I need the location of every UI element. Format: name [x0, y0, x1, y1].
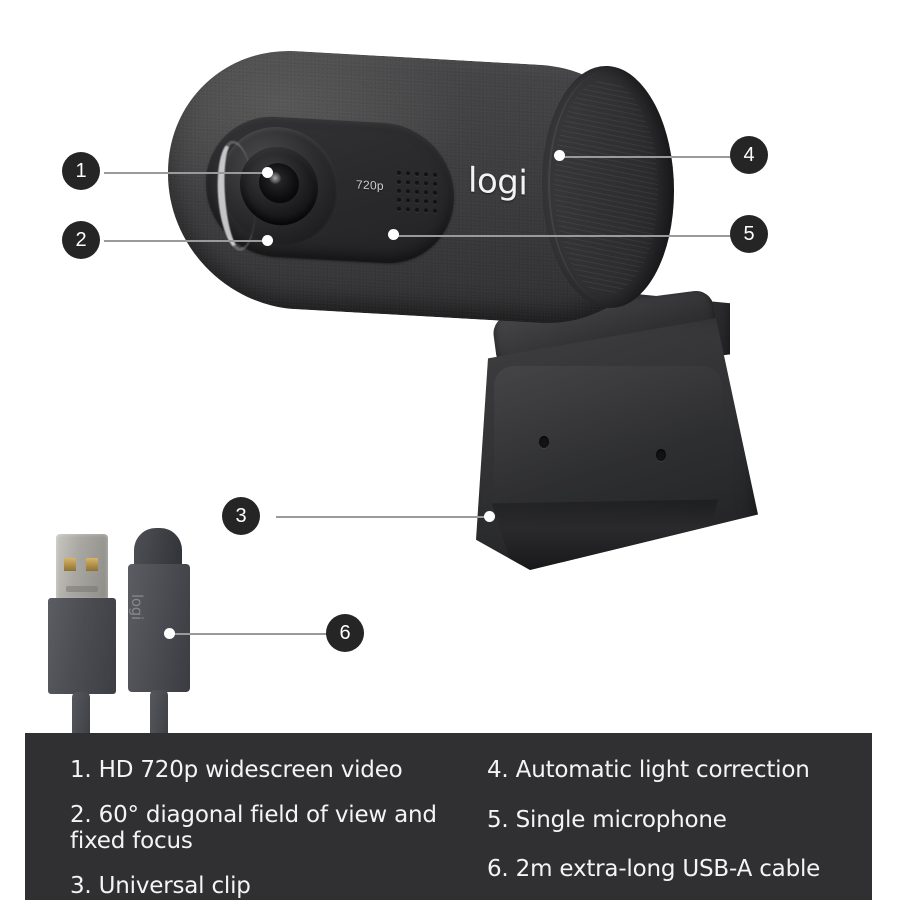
- usb-a-connector-housing: [48, 598, 116, 694]
- lens-outer-ring: [214, 123, 338, 252]
- logi-brand-logo: logi: [468, 160, 528, 204]
- legend-item-2: 2. 60° diagonal field of view and fixed …: [70, 801, 437, 855]
- resolution-badge: 720p: [356, 177, 384, 194]
- legend-item-1: 1. HD 720p widescreen video: [70, 757, 403, 783]
- anchor-dot-4: [554, 150, 565, 161]
- leader-line-4: [562, 156, 752, 158]
- legend-item-3: 3. Universal clip: [70, 873, 251, 900]
- usb-a-notch: [66, 586, 98, 592]
- usb-a-contact: [86, 558, 98, 571]
- callout-marker-4[interactable]: 4: [730, 136, 768, 174]
- cable-logi-logo: logi: [128, 594, 146, 620]
- anchor-dot-6: [164, 628, 175, 639]
- legend-item-6: 6. 2m extra-long USB-A cable: [487, 856, 821, 883]
- callout-marker-1[interactable]: 1: [62, 152, 100, 190]
- callout-marker-6[interactable]: 6: [326, 614, 364, 652]
- anchor-dot-3: [484, 511, 495, 522]
- legend-column-left: 1. HD 720p widescreen video 2. 60° diago…: [25, 757, 487, 900]
- clip-lip: [491, 499, 719, 565]
- legend-item-5: 5. Single microphone: [487, 806, 727, 833]
- callout-marker-3[interactable]: 3: [222, 497, 260, 535]
- callout-marker-2[interactable]: 2: [62, 221, 100, 259]
- anchor-dot-1: [262, 167, 273, 178]
- usb-c-connector-housing: [128, 564, 190, 692]
- leader-line-2: [104, 240, 270, 242]
- universal-clip: [458, 288, 758, 570]
- anchor-dot-5: [388, 229, 399, 240]
- leader-line-3: [276, 516, 492, 518]
- anchor-dot-2: [262, 235, 273, 246]
- clip-hole: [656, 449, 666, 462]
- usb-a-connector-tip: [56, 534, 108, 600]
- legend-item-4: 4. Automatic light correction: [487, 757, 810, 783]
- legend-panel: 1. HD 720p widescreen video 2. 60° diago…: [25, 733, 872, 900]
- cap-ring: [548, 68, 668, 306]
- legend-column-right: 4. Automatic light correction 5. Single …: [487, 757, 872, 900]
- usb-cable: logi: [38, 528, 238, 778]
- callout-marker-5[interactable]: 5: [730, 215, 768, 253]
- microphone-grille-icon: [396, 169, 438, 215]
- lens-island: 720p: [206, 113, 454, 267]
- usb-a-contact: [64, 558, 76, 571]
- webcam-body: 720p logi: [168, 44, 674, 330]
- clip-plate: [476, 318, 758, 570]
- clip-hole: [539, 436, 549, 449]
- leader-line-1: [104, 172, 270, 174]
- leader-line-5: [398, 235, 752, 237]
- leader-line-6: [172, 633, 332, 635]
